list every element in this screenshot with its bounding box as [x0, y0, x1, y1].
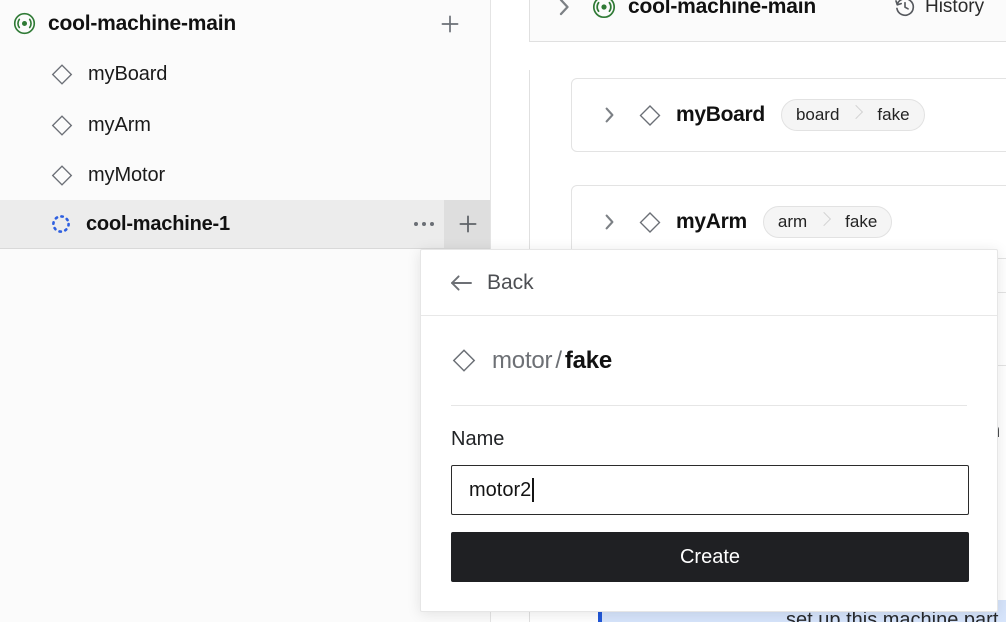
modal-header: Back — [421, 250, 997, 316]
diamond-icon — [451, 348, 477, 374]
sidebar-part-label: myMotor — [88, 163, 166, 186]
chevron-right-icon[interactable] — [603, 106, 617, 124]
pill-chevron-separator-icon — [853, 100, 863, 130]
more-options-button[interactable] — [404, 200, 444, 248]
sidebar-part-label: myBoard — [88, 62, 168, 85]
part-card-name: myBoard — [676, 103, 765, 126]
sidebar-item-myarm[interactable]: myArm — [0, 100, 491, 150]
sidebar-empty-area — [0, 248, 491, 622]
chevron-right-icon[interactable] — [556, 0, 572, 17]
name-input-value: motor2 — [469, 478, 532, 501]
history-button[interactable]: History — [894, 0, 984, 18]
create-button[interactable]: Create — [451, 532, 969, 582]
part-type-pill: board fake — [780, 99, 925, 131]
pill-chevron-separator-icon — [821, 207, 831, 237]
part-card-myboard[interactable]: myBoard board fake — [571, 78, 1006, 152]
sidebar-machine-title: cool-machine-main — [48, 11, 236, 35]
sidebar-item-mymotor[interactable]: myMotor — [0, 150, 491, 200]
name-field-label: Name — [451, 428, 505, 450]
modal-title: motor/fake — [451, 316, 967, 405]
sidebar-item-myboard[interactable]: myBoard — [0, 49, 491, 99]
add-part-button[interactable] — [437, 11, 463, 37]
diamond-icon — [638, 103, 662, 127]
ellipsis-icon — [414, 222, 434, 226]
name-input[interactable]: motor2 — [451, 465, 969, 515]
sidebar-part-label: myArm — [88, 113, 151, 136]
pill-model: fake — [845, 212, 878, 231]
modal-title-text: motor/fake — [492, 347, 612, 375]
history-label: History — [924, 0, 985, 17]
machine-header-card[interactable]: cool-machine-main History — [529, 0, 1006, 42]
part-card-name: myArm — [676, 210, 747, 233]
chevron-right-icon[interactable] — [603, 213, 617, 231]
part-card-myarm[interactable]: myArm arm fake — [571, 185, 1006, 259]
sidebar: cool-machine-main myBoard myArm — [0, 0, 491, 622]
pill-type: arm — [777, 212, 808, 231]
modal-title-separator: / — [555, 346, 562, 374]
pill-type: board — [795, 105, 840, 124]
machine-broadcast-icon — [12, 12, 36, 36]
add-sub-part-button[interactable] — [444, 200, 491, 248]
text-caret — [532, 478, 534, 502]
sidebar-sub-machine-label: cool-machine-1 — [86, 212, 230, 235]
machine-header-title: cool-machine-main — [628, 0, 816, 18]
machine-broadcast-icon — [592, 0, 616, 19]
modal-divider — [451, 405, 967, 406]
diamond-icon — [50, 62, 74, 86]
history-clock-icon — [894, 0, 916, 18]
back-label: Back — [487, 270, 534, 294]
diamond-icon — [50, 163, 74, 187]
modal-title-model: fake — [564, 346, 613, 374]
diamond-icon — [50, 113, 74, 137]
arrow-left-icon — [449, 273, 473, 293]
modal-title-type: motor — [492, 346, 553, 374]
sidebar-item-cool-machine-1[interactable]: cool-machine-1 — [0, 200, 491, 248]
modal-body: motor/fake Name motor2 Create — [421, 316, 997, 582]
back-button[interactable]: Back — [449, 271, 534, 295]
part-type-pill: arm fake — [762, 206, 893, 238]
diamond-icon — [638, 210, 662, 234]
create-part-modal: Back motor/fake Name motor2 Create — [420, 249, 998, 612]
pill-model: fake — [877, 105, 910, 124]
sidebar-item-machine-root[interactable]: cool-machine-main — [0, 0, 491, 47]
dotted-circle-icon — [50, 213, 72, 235]
